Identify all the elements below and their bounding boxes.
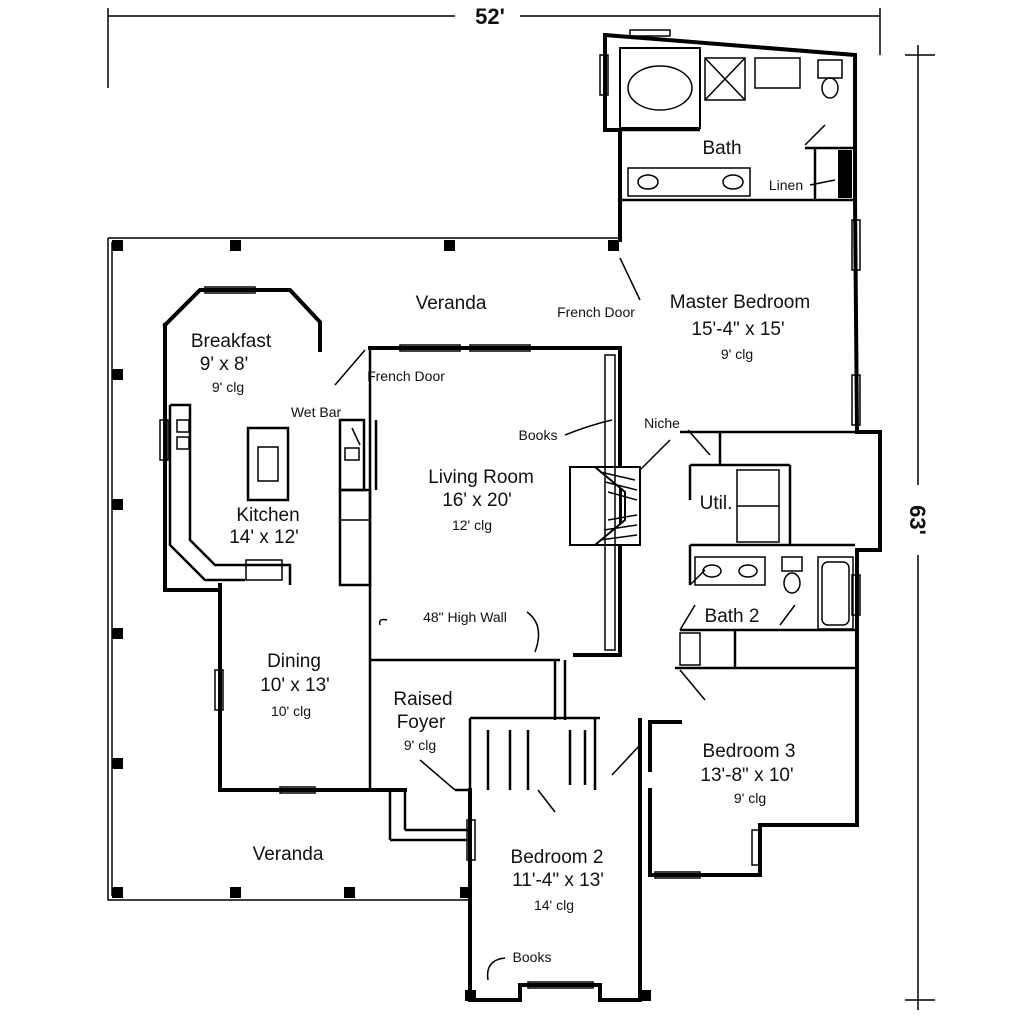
room-kitchen-label: Kitchen xyxy=(236,505,299,526)
width-dimension-line xyxy=(107,8,881,88)
veranda-top-label: Veranda xyxy=(416,293,487,314)
fireplace xyxy=(569,466,641,546)
room-dining-label: Dining xyxy=(267,651,321,672)
room-breakfast-label: Breakfast xyxy=(191,331,272,352)
living-bookshelf xyxy=(604,354,616,651)
room-breakfast-size: 9' x 8' xyxy=(200,354,248,375)
room-bath2-label: Bath 2 xyxy=(705,606,760,627)
depth-dimension-line xyxy=(905,45,935,1010)
interior-walls xyxy=(368,128,880,842)
room-foyer-ceiling: 9' clg xyxy=(404,737,436,753)
note-wet-bar: Wet Bar xyxy=(291,404,342,420)
room-bedroom2-ceiling: 14' clg xyxy=(534,897,574,913)
room-bedroom3-ceiling: 9' clg xyxy=(734,790,766,806)
room-bath-label: Bath xyxy=(702,138,741,159)
callout-arrows xyxy=(351,179,836,981)
room-bedroom3-size: 13'-8" x 10' xyxy=(700,765,793,786)
note-high-wall: 48" High Wall xyxy=(423,609,507,625)
kitchen-counters xyxy=(168,403,372,587)
room-bedroom2-size: 11'-4" x 13' xyxy=(512,870,604,891)
doors xyxy=(334,124,826,791)
room-master-bedroom-size: 15'-4" x 15' xyxy=(691,319,784,340)
room-dining-size: 10' x 13' xyxy=(260,675,330,696)
room-master-bedroom-ceiling: 9' clg xyxy=(721,346,753,362)
room-breakfast-ceiling: 9' clg xyxy=(212,379,244,395)
room-master-bedroom-label: Master Bedroom xyxy=(670,292,810,313)
room-living-room-size: 16' x 20' xyxy=(442,490,512,511)
width-dimension: 52' xyxy=(475,4,505,29)
foyer-stairs xyxy=(486,730,587,813)
exterior-walls xyxy=(162,32,882,1002)
windows xyxy=(159,29,861,989)
linen-label: Linen xyxy=(769,177,803,193)
room-living-room-ceiling: 12' clg xyxy=(452,517,492,533)
util-appliances xyxy=(736,469,780,543)
note-french-door-master: French Door xyxy=(557,304,635,320)
veranda-bottom-label: Veranda xyxy=(253,844,324,865)
note-books-bedroom2: Books xyxy=(513,949,552,965)
room-foyer-label-line1: Raised xyxy=(393,689,452,710)
room-kitchen-size: 14' x 12' xyxy=(229,527,299,548)
room-living-room-label: Living Room xyxy=(428,467,534,488)
note-niche: Niche xyxy=(644,415,680,431)
room-dining-ceiling: 10' clg xyxy=(271,703,311,719)
room-util-label: Util. xyxy=(700,493,733,514)
room-foyer-label-line2: Foyer xyxy=(397,712,446,733)
depth-dimension: 63' xyxy=(905,505,930,535)
room-bedroom2-label: Bedroom 2 xyxy=(511,847,604,868)
room-bedroom3-label: Bedroom 3 xyxy=(703,741,796,762)
veranda-outline xyxy=(107,237,618,901)
note-books-living: Books xyxy=(519,427,558,443)
note-french-door-living: French Door xyxy=(367,368,445,384)
master-bath-fixtures xyxy=(619,47,843,197)
